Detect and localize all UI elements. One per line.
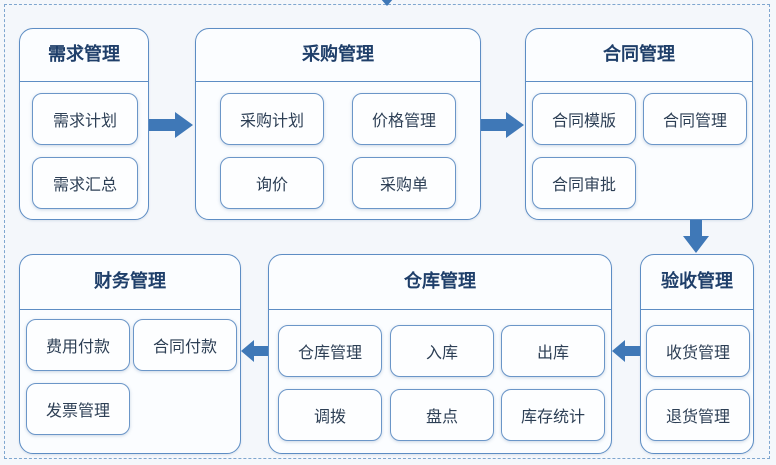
item-transfer: 调拨 (278, 389, 382, 441)
item-outbound: 出库 (501, 325, 605, 377)
item-inventory-stats: 库存统计 (501, 389, 605, 441)
item-purchase-order: 采购单 (352, 157, 456, 209)
top-arrow-marker (380, 0, 394, 6)
module-warehouse: 仓库管理 仓库管理 入库 出库 调拨 盘点 库存统计 (268, 254, 612, 454)
module-divider (196, 81, 480, 82)
module-procurement: 采购管理 采购计划 价格管理 询价 采购单 (195, 28, 481, 220)
module-acceptance: 验收管理 收货管理 退货管理 (640, 254, 754, 454)
item-contract-management: 合同管理 (643, 93, 747, 145)
item-inbound: 入库 (390, 325, 494, 377)
item-warehouse-management: 仓库管理 (278, 325, 382, 377)
item-demand-summary: 需求汇总 (32, 157, 138, 209)
arrow-right-demand-to-procurement (149, 112, 193, 138)
module-finance: 财务管理 费用付款 合同付款 发票管理 (19, 254, 241, 454)
item-procurement-plan: 采购计划 (220, 93, 324, 145)
item-contract-payment: 合同付款 (133, 319, 237, 371)
item-contract-approval: 合同审批 (532, 157, 636, 209)
module-title-contract: 合同管理 (603, 44, 675, 65)
item-contract-template: 合同模版 (532, 93, 636, 145)
module-divider (269, 309, 611, 310)
arrow-right-procurement-to-contract (481, 112, 524, 138)
module-title-procurement: 采购管理 (302, 44, 374, 65)
module-demand: 需求管理 需求计划 需求汇总 (19, 28, 149, 220)
module-divider (20, 81, 148, 82)
module-title-demand: 需求管理 (48, 44, 120, 65)
item-returns: 退货管理 (646, 389, 750, 441)
module-title-acceptance: 验收管理 (661, 271, 733, 292)
arrow-left-acceptance-to-warehouse (612, 340, 640, 362)
item-expense-payment: 费用付款 (26, 319, 130, 371)
module-contract: 合同管理 合同模版 合同管理 合同审批 (525, 28, 753, 220)
item-stocktake: 盘点 (390, 389, 494, 441)
module-title-warehouse: 仓库管理 (404, 271, 476, 292)
module-divider (526, 81, 752, 82)
module-title-finance: 财务管理 (94, 271, 166, 292)
item-receiving: 收货管理 (646, 325, 750, 377)
item-price-management: 价格管理 (352, 93, 456, 145)
item-demand-plan: 需求计划 (32, 93, 138, 145)
module-divider (20, 309, 240, 310)
arrow-left-warehouse-to-finance (241, 340, 268, 362)
arrow-down-contract-to-acceptance (683, 220, 709, 253)
item-invoice-management: 发票管理 (26, 383, 130, 435)
item-inquiry: 询价 (220, 157, 324, 209)
module-divider (641, 309, 753, 310)
